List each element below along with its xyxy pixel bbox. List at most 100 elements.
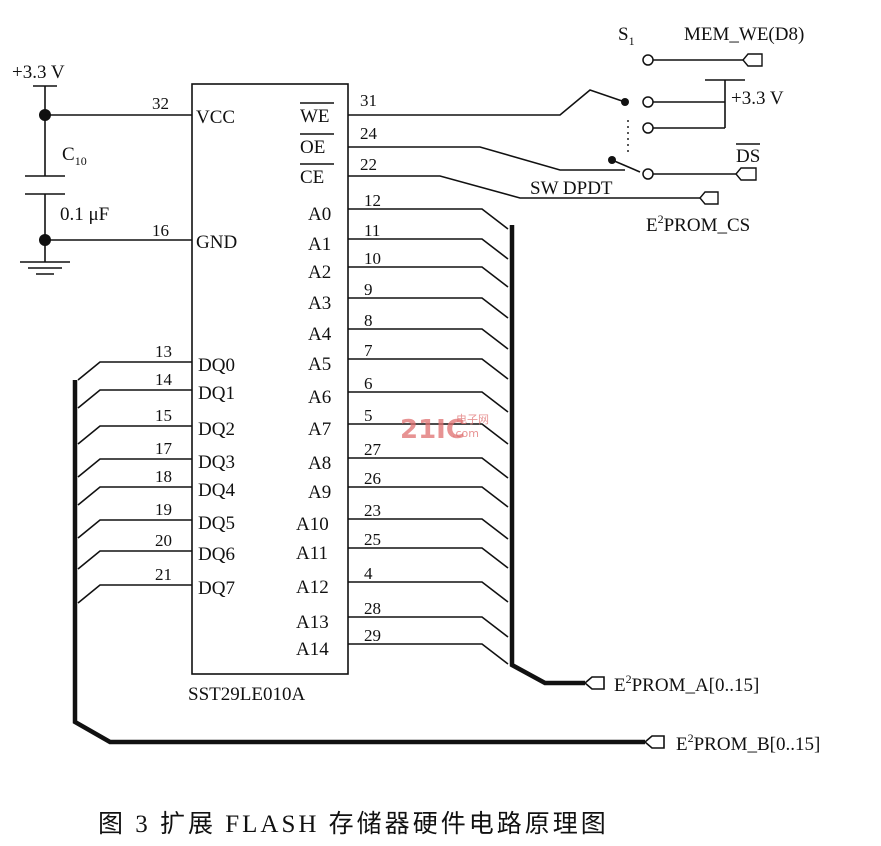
- data-pin-number: 17: [155, 439, 173, 458]
- address-pin-label: A1: [308, 234, 331, 255]
- switch-contact-1: [642, 54, 654, 66]
- data-pin-label: DQ1: [198, 383, 235, 404]
- address-pin-label: A9: [308, 482, 331, 503]
- address-pin-number: 11: [364, 221, 380, 240]
- eeprom-b-label: E2PROM_B[0..15]: [676, 731, 820, 755]
- address-pin-label: A11: [296, 543, 328, 564]
- address-pin-label: A7: [308, 419, 331, 440]
- data-pin-number: 15: [155, 406, 172, 425]
- address-wire: [348, 208, 509, 230]
- data-wire: [77, 550, 192, 570]
- switch-supply-label: +3.3 V: [731, 88, 784, 109]
- oe-pin-label: OE: [300, 137, 325, 158]
- address-pin-number: 10: [364, 249, 381, 268]
- control-pins: WE 31 OE 24 CE 22 E2PROM_CS: [300, 89, 750, 236]
- watermark-main: 21IC: [400, 415, 465, 445]
- address-pin-label: A3: [308, 293, 331, 314]
- cap-name: C10: [62, 144, 87, 168]
- address-wire: [348, 643, 509, 665]
- data-pin-label: DQ0: [198, 355, 235, 376]
- address-pin-label: A13: [296, 612, 329, 633]
- address-pin-number: 6: [364, 374, 373, 393]
- address-pin-number: 8: [364, 311, 373, 330]
- we-pin-number: 31: [360, 91, 377, 110]
- eeprom-a-label: E2PROM_A[0..15]: [614, 672, 759, 696]
- we-pin-label: WE: [300, 106, 330, 127]
- address-wire: [348, 486, 509, 508]
- data-wire: [77, 425, 192, 445]
- address-bus: [509, 225, 585, 686]
- data-pin-label: DQ2: [198, 419, 235, 440]
- data-pin-label: DQ7: [198, 578, 235, 599]
- address-pin-label: A8: [308, 453, 331, 474]
- address-wire: [348, 391, 509, 413]
- address-pin-number: 27: [364, 440, 382, 459]
- data-wire: [77, 389, 192, 409]
- data-pin-number: 14: [155, 370, 173, 389]
- eeprom-cs-port: [699, 191, 719, 205]
- address-wire: [348, 616, 509, 638]
- address-wire: [348, 238, 509, 260]
- switch-lever-lower: [611, 159, 641, 173]
- eeprom-a-port: [583, 676, 605, 690]
- address-pin-number: 12: [364, 191, 381, 210]
- ce-wire: [348, 175, 700, 199]
- chip-name: SST29LE010A: [188, 684, 305, 705]
- mem-we-label: MEM_WE(D8): [684, 24, 804, 45]
- switch-section: S1 MEM_WE(D8) +3.3 V DS SW DPDT: [530, 24, 804, 199]
- cap-value: 0.1 μF: [60, 204, 109, 225]
- data-pin-label: DQ3: [198, 452, 235, 473]
- address-pin-number: 23: [364, 501, 381, 520]
- we-wire: [348, 89, 626, 116]
- switch-type-label: SW DPDT: [530, 178, 613, 199]
- address-pin-label: A12: [296, 577, 329, 598]
- mem-we-port: [742, 53, 763, 67]
- watermark-dom: .com: [452, 427, 479, 440]
- ds-label: DS: [736, 146, 760, 167]
- address-pins: A012A111A210A39A48A57A66A75A827A926A1023…: [296, 191, 509, 665]
- data-pin-label: DQ5: [198, 513, 235, 534]
- address-pin-label: A10: [296, 514, 329, 535]
- address-pin-number: 26: [364, 469, 381, 488]
- address-wire: [348, 297, 509, 319]
- address-wire: [348, 457, 509, 479]
- watermark-cn: 电子网: [456, 413, 489, 426]
- data-pin-number: 21: [155, 565, 172, 584]
- address-pin-number: 29: [364, 626, 381, 645]
- data-pin-label: DQ4: [198, 480, 235, 501]
- data-wire: [77, 361, 192, 381]
- oe-wire: [348, 146, 625, 171]
- switch-contact-3: [642, 122, 654, 134]
- data-pin-label: DQ6: [198, 544, 235, 565]
- address-wire: [348, 547, 509, 569]
- gnd-pin-label: GND: [196, 232, 237, 253]
- switch-contact-2: [642, 96, 654, 108]
- data-pin-number: 13: [155, 342, 172, 361]
- address-pin-number: 9: [364, 280, 373, 299]
- address-pin-number: 28: [364, 599, 381, 618]
- address-wire: [348, 581, 509, 603]
- address-wire: [348, 328, 509, 350]
- address-pin-label: A5: [308, 354, 331, 375]
- address-pin-label: A0: [308, 204, 331, 225]
- watermark-logo: 21IC 电子网 .com: [400, 413, 489, 445]
- ce-pin-number: 22: [360, 155, 377, 174]
- switch-name: S1: [618, 24, 635, 48]
- data-wire: [77, 584, 192, 604]
- address-pin-number: 5: [364, 406, 373, 425]
- data-pin-number: 19: [155, 500, 172, 519]
- data-wire: [77, 486, 192, 506]
- data-pin-number: 20: [155, 531, 172, 550]
- address-pin-label: A14: [296, 639, 329, 660]
- vcc-pin-number: 32: [152, 94, 169, 113]
- eeprom-b-port: [643, 735, 665, 749]
- data-wire: [77, 458, 192, 478]
- chip-body: [191, 83, 349, 675]
- switch-pole-upper: [621, 98, 629, 106]
- vcc-pin-label: VCC: [196, 107, 235, 128]
- address-pin-label: A4: [308, 324, 332, 345]
- switch-contact-4: [642, 168, 654, 180]
- supply-label: +3.3 V: [12, 62, 65, 83]
- address-pin-number: 25: [364, 530, 381, 549]
